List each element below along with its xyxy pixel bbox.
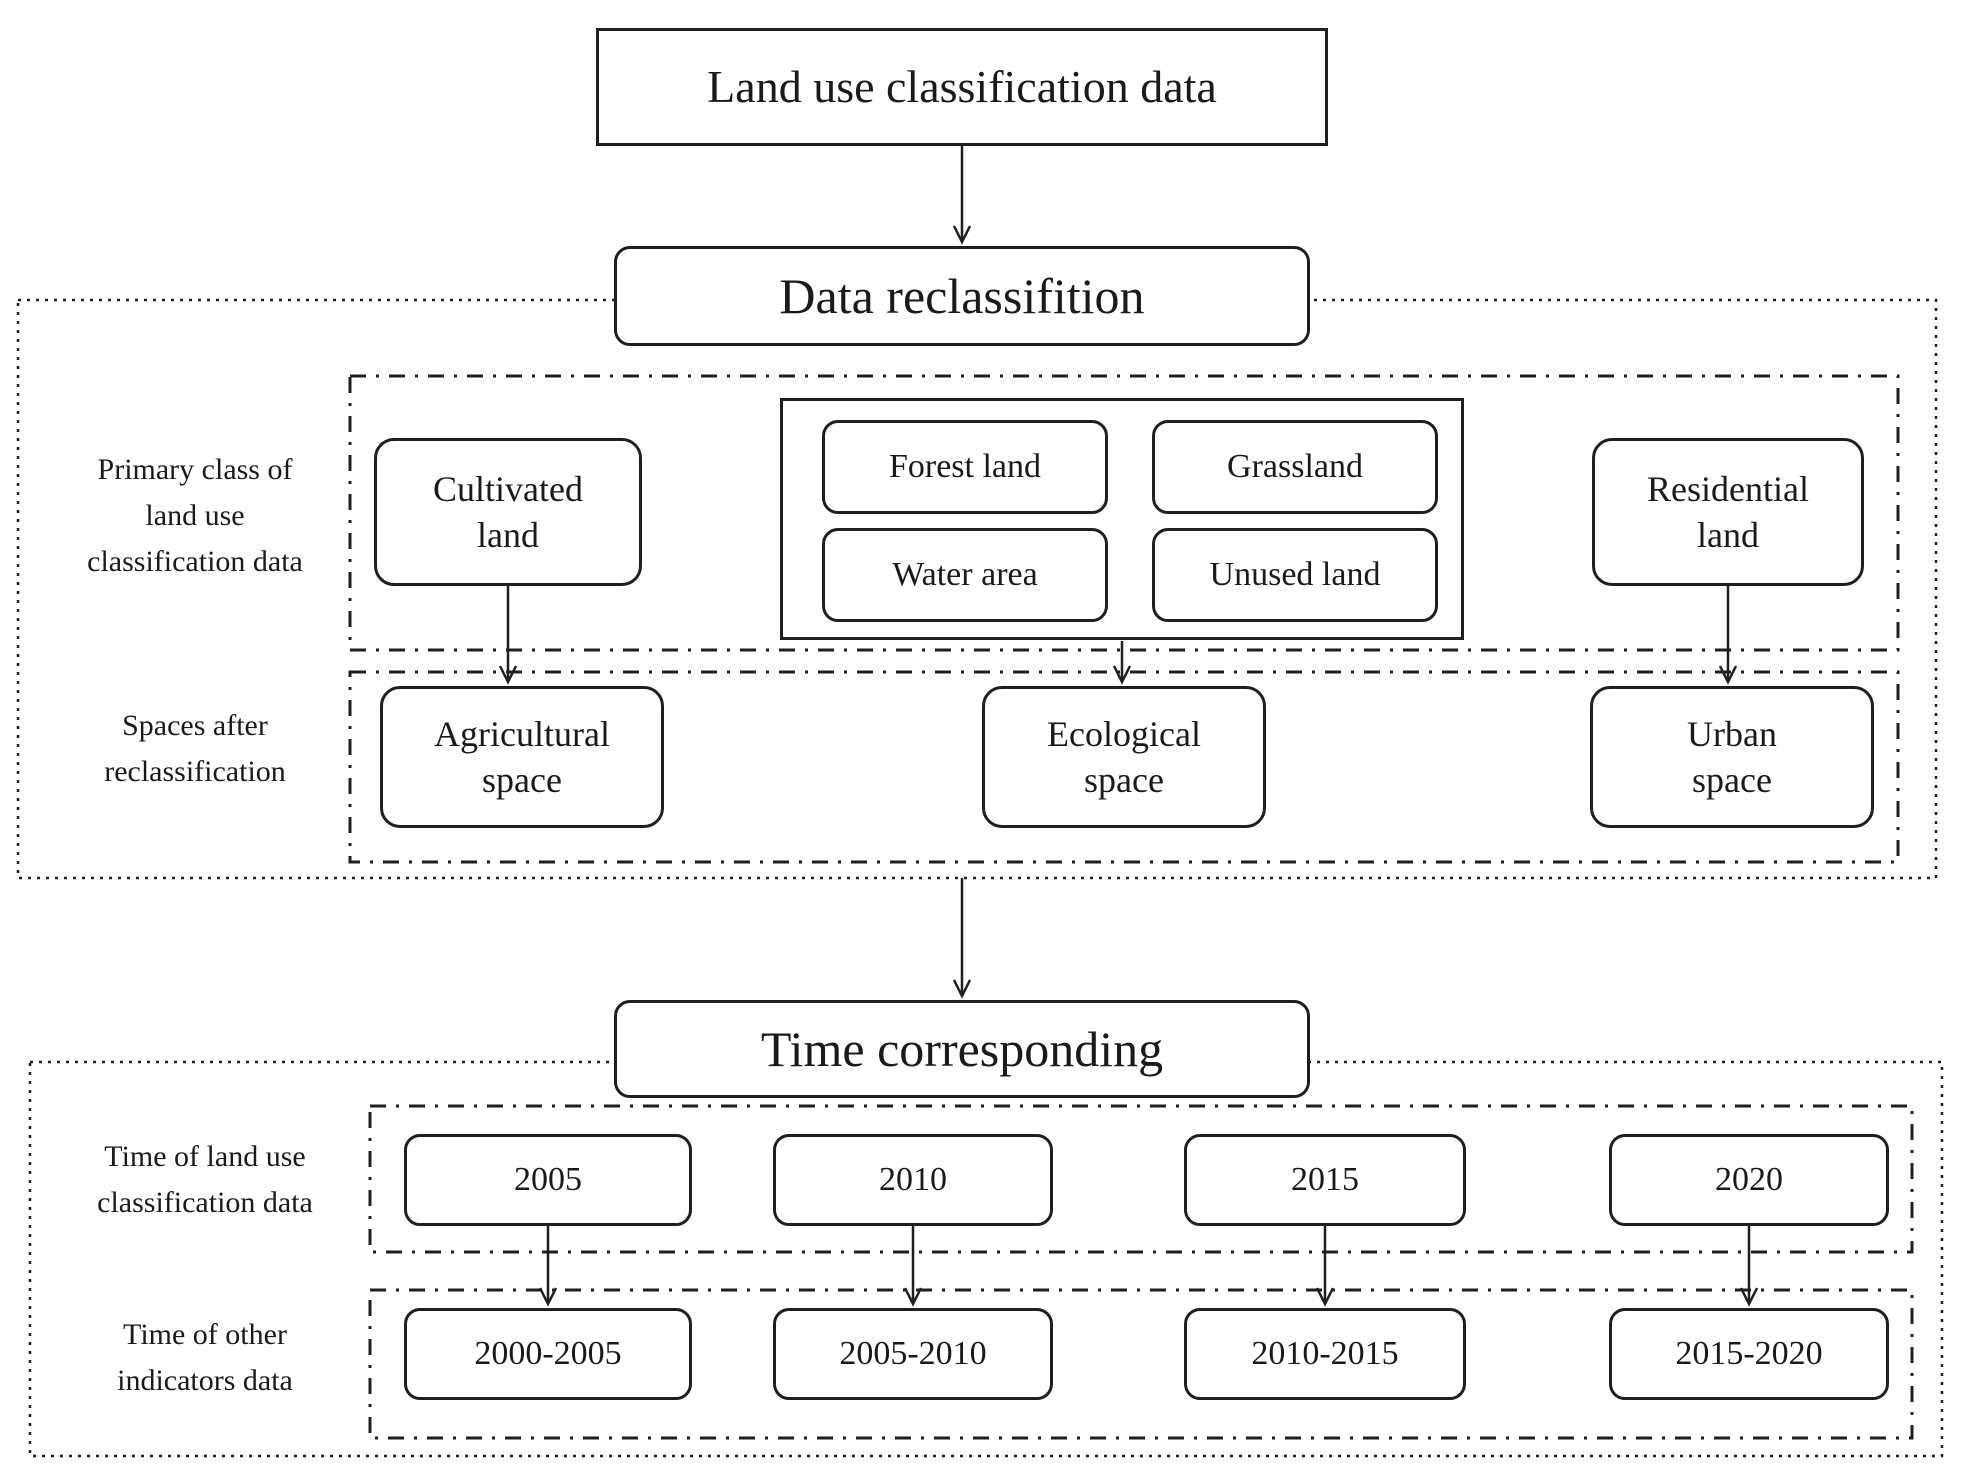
- arrow-2020-to-period: [1739, 1226, 1759, 1307]
- landuse-time-label: Time of land use classification data: [97, 1140, 313, 1219]
- period-2000-2005-box: 2000-2005: [404, 1308, 692, 1400]
- indicators-time-row-container: [368, 1288, 1914, 1440]
- arrow-residential-to-urban: [1718, 586, 1738, 685]
- agricultural-space-box: Agricultural space: [380, 686, 664, 828]
- landuse-data-box: Land use classification data: [596, 28, 1328, 146]
- primary-class-row-container: [348, 374, 1900, 652]
- data-reclassification-box: Data reclassifition: [614, 246, 1310, 346]
- arrow-2010-to-period: [903, 1226, 923, 1307]
- grassland-box: Grassland: [1152, 420, 1438, 514]
- time-corresponding-box: Time corresponding: [614, 1000, 1310, 1098]
- year-2020-box: 2020: [1609, 1134, 1889, 1226]
- arrow-group-to-ecological: [1112, 641, 1132, 685]
- primary-class-label: Primary class of land use classification…: [87, 453, 303, 578]
- arrow-cultivated-to-agricultural: [498, 586, 518, 685]
- forest-land-box: Forest land: [822, 420, 1108, 514]
- arrow-title-to-reclassification: [952, 146, 972, 245]
- ecological-space-box: Ecological space: [982, 686, 1266, 828]
- year-2015-box: 2015: [1184, 1134, 1466, 1226]
- arrow-reclassification-to-time: [952, 878, 972, 999]
- spaces-row-container: [348, 670, 1900, 864]
- residential-land-box: Residential land: [1592, 438, 1864, 586]
- landuse-time-row-container: [368, 1104, 1914, 1254]
- period-2010-2015-box: 2010-2015: [1184, 1308, 1466, 1400]
- arrow-2015-to-period: [1315, 1226, 1335, 1307]
- indicators-time-label: Time of other indicators data: [117, 1318, 293, 1397]
- reclassification-dotted-container: [16, 298, 1938, 880]
- urban-space-box: Urban space: [1590, 686, 1874, 828]
- spaces-after-label: Spaces after reclassification: [104, 709, 286, 788]
- period-2015-2020-box: 2015-2020: [1609, 1308, 1889, 1400]
- year-2005-box: 2005: [404, 1134, 692, 1226]
- arrow-2005-to-period: [538, 1226, 558, 1307]
- cultivated-land-box: Cultivated land: [374, 438, 642, 586]
- water-area-box: Water area: [822, 528, 1108, 622]
- period-2005-2010-box: 2005-2010: [773, 1308, 1053, 1400]
- unused-land-box: Unused land: [1152, 528, 1438, 622]
- year-2010-box: 2010: [773, 1134, 1053, 1226]
